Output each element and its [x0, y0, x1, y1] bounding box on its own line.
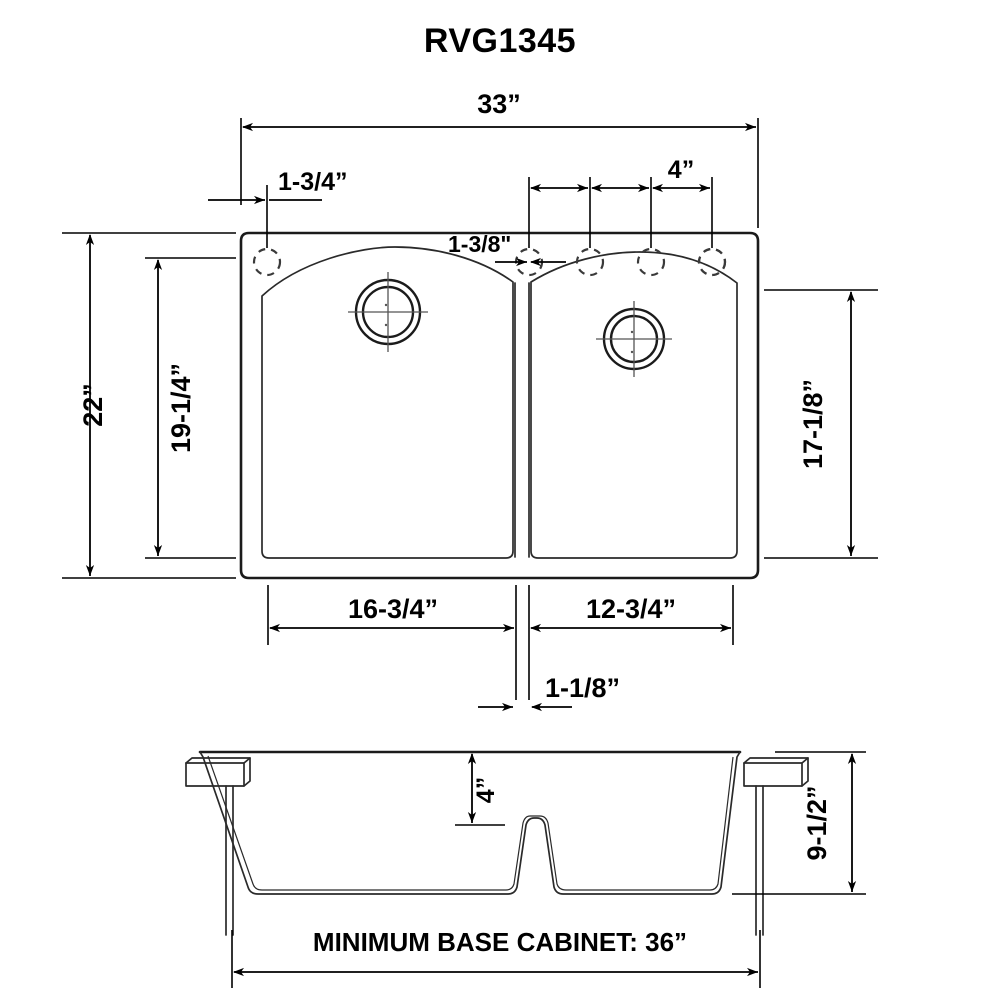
dimension-overall-depth: 22”	[62, 232, 236, 579]
corner-hole-left	[252, 247, 282, 277]
dimension-minimum-base-cabinet	[231, 930, 761, 988]
dim-label-faucet-hole-spacing: 4”	[668, 156, 694, 184]
left-bowl-outline	[261, 246, 514, 559]
section-mounting-clip-right	[743, 757, 809, 936]
dimension-bowl-depth: 9-1/2”	[732, 751, 866, 895]
dimension-right-bowl-depth: 17-1/8”	[764, 289, 878, 559]
top-view-sink-body	[239, 231, 760, 580]
dimension-divider-to-hole: 1-3/8"	[448, 231, 566, 267]
section-mounting-clip-left	[185, 757, 251, 936]
left-bowl-drain	[348, 272, 428, 352]
right-bowl-drain	[596, 301, 672, 377]
faucet-hole-4	[697, 247, 727, 277]
right-bowl-outline	[530, 251, 738, 559]
dim-label-bowl-depth: 9-1/2”	[802, 785, 832, 860]
dim-label-right-bowl-width: 12-3/4”	[586, 594, 676, 624]
dimension-divider-height: 4”	[455, 753, 505, 826]
dimension-divider-width: 1-1/8”	[478, 673, 620, 712]
section-view-sink-profile	[198, 750, 742, 895]
dim-label-left-bowl-depth: 19-1/4”	[166, 363, 196, 453]
dim-label-right-bowl-depth: 17-1/8”	[798, 379, 828, 469]
dimension-left-bowl-width: 16-3/4”	[267, 585, 517, 700]
dim-label-divider-height: 4”	[472, 777, 500, 803]
dim-label-overall-depth: 22”	[78, 383, 108, 427]
dimension-overall-width: 33”	[240, 89, 759, 228]
dim-label-overall-width: 33”	[477, 89, 521, 119]
dim-label-left-bowl-width: 16-3/4”	[348, 594, 438, 624]
minimum-base-cabinet-caption: MINIMUM BASE CABINET: 36”	[313, 927, 687, 957]
dimension-edge-to-hole: 1-3/4”	[208, 168, 347, 248]
page-title: RVG1345	[423, 22, 577, 60]
faucet-hole-3	[636, 247, 666, 277]
dim-label-edge-to-hole: 1-3/4”	[278, 168, 347, 196]
center-divider	[514, 282, 530, 558]
faucet-hole-2	[575, 247, 605, 277]
dimension-left-bowl-depth: 19-1/4”	[145, 257, 236, 559]
dim-label-divider-width: 1-1/8”	[545, 673, 620, 703]
dimension-faucet-hole-spacing: 4”	[528, 156, 713, 248]
dim-label-divider-to-hole: 1-3/8"	[448, 231, 511, 257]
dimension-right-bowl-width: 12-3/4”	[528, 585, 734, 700]
